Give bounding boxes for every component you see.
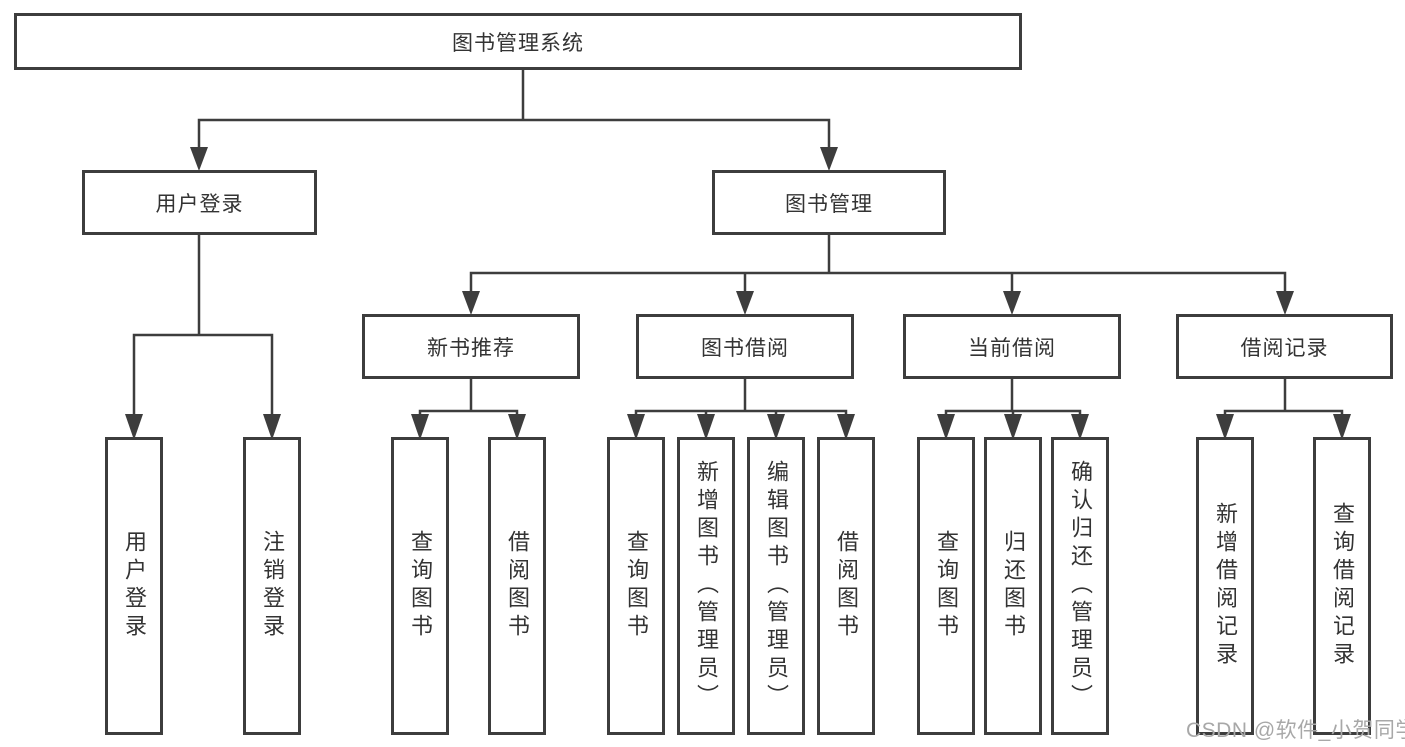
leaf-label: 注销登录 xyxy=(260,530,285,642)
node-label: 图书管理 xyxy=(785,192,873,216)
node-current-borrow: 当前借阅 xyxy=(903,314,1121,379)
edge-book-borrow-to-leaves xyxy=(634,377,848,416)
arrowhead-icon xyxy=(125,414,143,440)
leaf-label: 归还图书 xyxy=(1001,530,1026,642)
edge-new-book-recommend-to-leaves xyxy=(418,377,519,416)
node-label: 当前借阅 xyxy=(968,336,1056,360)
leaf-edit-book-admin: 编辑图书（管理员） xyxy=(747,437,805,735)
node-book-management: 图书管理 xyxy=(712,170,946,235)
node-label: 借阅记录 xyxy=(1240,336,1329,360)
node-new-book-recommend: 新书推荐 xyxy=(362,314,580,379)
node-label: 图书借阅 xyxy=(701,336,789,360)
arrowhead-icon xyxy=(1333,414,1351,440)
leaf-query-borrow-record: 查询借阅记录 xyxy=(1313,437,1371,735)
leaf-query-books-borrow: 查询图书 xyxy=(607,437,665,735)
leaf-confirm-return-admin: 确认归还（管理员） xyxy=(1051,437,1109,735)
node-label: 图书管理系统 xyxy=(452,31,584,55)
leaf-label: 查询图书 xyxy=(624,530,649,642)
leaf-label: 查询借阅记录 xyxy=(1330,502,1355,670)
leaf-add-borrow-record: 新增借阅记录 xyxy=(1196,437,1254,735)
arrowhead-icon xyxy=(508,414,526,440)
arrowhead-icon xyxy=(462,291,480,315)
node-user-login: 用户登录 xyxy=(82,170,317,235)
csdn-watermark: CSDN @软件_小贺同学 xyxy=(1186,719,1405,742)
leaf-label: 新增图书（管理员） xyxy=(694,460,719,712)
arrowhead-icon xyxy=(697,414,715,440)
edge-book-management-to-level3 xyxy=(469,233,1287,294)
leaf-query-books-recommend: 查询图书 xyxy=(391,437,449,735)
edge-borrow-records-to-leaves xyxy=(1223,377,1344,416)
arrowhead-icon xyxy=(1003,291,1021,315)
leaf-label: 查询图书 xyxy=(934,530,959,642)
leaf-label: 借阅图书 xyxy=(834,530,859,642)
leaf-query-books-current: 查询图书 xyxy=(917,437,975,735)
arrowhead-icon xyxy=(1276,291,1294,315)
arrowhead-icon xyxy=(190,147,208,171)
leaf-borrow-books-recommend: 借阅图书 xyxy=(488,437,546,735)
arrowhead-icon xyxy=(1004,414,1022,440)
leaf-add-book-admin: 新增图书（管理员） xyxy=(677,437,735,735)
arrowhead-icon xyxy=(736,291,754,315)
leaf-label: 用户登录 xyxy=(122,530,147,642)
arrowhead-icon xyxy=(820,147,838,171)
leaf-label: 查询图书 xyxy=(408,530,433,642)
arrowhead-icon xyxy=(1216,414,1234,440)
edge-user-login-to-leaves xyxy=(132,233,274,416)
edge-current-borrow-to-leaves xyxy=(944,377,1082,416)
arrowhead-icon xyxy=(837,414,855,440)
arrowhead-icon xyxy=(411,414,429,440)
leaf-label: 确认归还（管理员） xyxy=(1068,460,1093,712)
arrowhead-icon xyxy=(767,414,785,440)
leaf-borrow-books: 借阅图书 xyxy=(817,437,875,735)
node-label: 新书推荐 xyxy=(427,336,515,360)
arrowhead-icon xyxy=(937,414,955,440)
arrowhead-icon xyxy=(1071,414,1089,440)
leaf-label: 借阅图书 xyxy=(505,530,530,642)
node-library-management-system: 图书管理系统 xyxy=(14,13,1022,70)
leaf-logout: 注销登录 xyxy=(243,437,301,735)
edge-root-to-level2 xyxy=(197,68,831,152)
node-label: 用户登录 xyxy=(155,192,244,216)
arrowhead-icon xyxy=(627,414,645,440)
node-book-borrow: 图书借阅 xyxy=(636,314,854,379)
leaf-user-login: 用户登录 xyxy=(105,437,163,735)
leaf-label: 新增借阅记录 xyxy=(1213,502,1238,670)
node-borrow-records: 借阅记录 xyxy=(1176,314,1393,379)
leaf-label: 编辑图书（管理员） xyxy=(764,460,789,712)
leaf-return-books: 归还图书 xyxy=(984,437,1042,735)
arrowhead-icon xyxy=(263,414,281,440)
